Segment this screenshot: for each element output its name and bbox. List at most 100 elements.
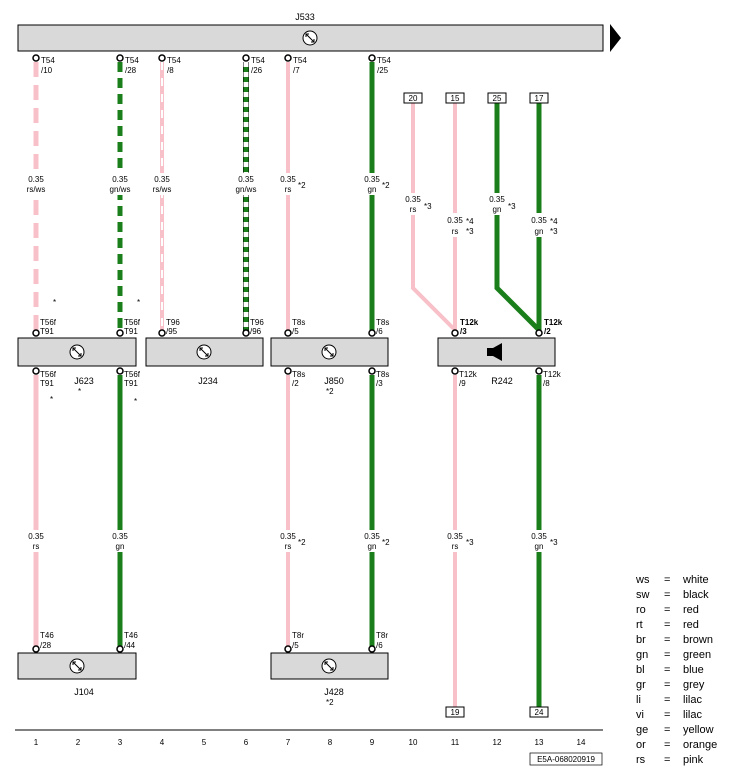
legend-name-gr: grey <box>683 679 705 691</box>
stray-star-3: * <box>50 395 53 404</box>
w7-top-pin-a: T54 <box>293 56 307 65</box>
r242-component: R242 <box>437 337 556 386</box>
ruler-6: 6 <box>244 738 249 747</box>
w10-top-box: 20 <box>409 94 418 103</box>
w4-color: rs/ws <box>153 185 172 194</box>
w9-note: *2 <box>382 181 390 190</box>
legend-eq-li: = <box>664 694 670 706</box>
ruler-7: 7 <box>286 738 291 747</box>
w13-color: gn <box>535 227 544 236</box>
l7-top-pin-b: /2 <box>292 379 299 388</box>
l9-bottom-pin-b: /6 <box>376 641 383 650</box>
document-id-text: E5A-068020919 <box>537 755 595 764</box>
w10-gauge: 0.35 <box>405 195 421 204</box>
j850-note: *2 <box>326 387 334 396</box>
ruler-2: 2 <box>76 738 81 747</box>
stray-star-4: * <box>78 387 81 396</box>
legend-eq-rt: = <box>664 619 670 631</box>
w11-color: rs <box>452 227 459 236</box>
j234-ground-symbol-icon <box>196 344 212 360</box>
w1-bottom-pin-a: T56f <box>40 318 57 327</box>
ruler-5: 5 <box>202 738 207 747</box>
document-id: E5A-068020919 <box>529 752 603 766</box>
j428-note: *2 <box>326 698 334 707</box>
legend-code-ro: ro <box>636 604 646 616</box>
w4-top-pin-b: /8 <box>167 66 174 75</box>
l13-gauge: 0.35 <box>531 532 547 541</box>
l11-gauge: 0.35 <box>447 532 463 541</box>
w7-top-pin-b: /7 <box>293 66 300 75</box>
ruler-12: 12 <box>493 738 502 747</box>
legend-eq-ge: = <box>664 724 670 736</box>
w9-top-pin-b: /25 <box>377 66 389 75</box>
w7-note: *2 <box>298 181 306 190</box>
j428-label: J428 <box>324 687 344 697</box>
w4-gauge: 0.35 <box>154 175 170 184</box>
r242-out-left-a: T12k <box>459 370 478 379</box>
l3-bottom-pin-b: /44 <box>124 641 136 650</box>
w7-color: rs <box>285 185 292 194</box>
legend-code-or: or <box>636 739 646 751</box>
legend-eq-sw: = <box>664 589 670 601</box>
w1-top-pin-b: /10 <box>41 66 53 75</box>
wire-w7: T54 /7 0.35 rs *2 T8s /5 <box>276 54 307 337</box>
wire-w11: 15 0.35 rs *4 *3 <box>443 92 474 332</box>
wire-w13: 17 0.35 gn *4 *3 <box>527 92 558 332</box>
w9-color: gn <box>368 185 377 194</box>
r242-out-left-b: /9 <box>459 379 466 388</box>
w6-color: gn/ws <box>236 185 257 194</box>
legend-name-gn: green <box>683 649 711 661</box>
stray-star-1: * <box>53 298 56 307</box>
l11-bottom-box: 19 <box>451 708 460 717</box>
l7-color: rs <box>285 542 292 551</box>
legend-name-vi: lilac <box>683 709 702 721</box>
l3-top-pin-b: T91 <box>124 379 138 388</box>
wire-l1: T56f T91 0.35 rs T46 /28 <box>24 367 57 653</box>
legend-name-rs: pink <box>683 754 704 766</box>
j104-component: J104 <box>17 652 137 697</box>
ruler-4: 4 <box>160 738 165 747</box>
l9-bottom-pin-a: T8r <box>376 631 388 640</box>
l7-top-pin-a: T8s <box>292 370 305 379</box>
l11-note: *3 <box>466 538 474 547</box>
wire-l9: T8s /3 0.35 gn *2 T8r /6 <box>360 367 390 653</box>
ruler-14: 14 <box>577 738 586 747</box>
w6-bottom-pin-b: /96 <box>250 327 262 336</box>
w13-gauge: 0.35 <box>531 216 547 225</box>
legend-eq-gr: = <box>664 679 670 691</box>
w3-bottom-pin-b: T91 <box>124 327 138 336</box>
j623-label: J623 <box>74 376 94 386</box>
r242-label: R242 <box>491 376 513 386</box>
j533-label: J533 <box>295 12 315 22</box>
wire-w6: T54 /26 0.35 gn/ws T96 /96 <box>232 54 265 337</box>
l7-bottom-pin-a: T8r <box>292 631 304 640</box>
w6-bottom-pin-a: T96 <box>250 318 264 327</box>
w12-color: gn <box>493 205 502 214</box>
j850-component: J850 *2 <box>270 337 389 396</box>
w3-top-pin-b: /28 <box>125 66 137 75</box>
ruler-3: 3 <box>118 738 123 747</box>
legend-name-bl: blue <box>683 664 704 676</box>
legend-code-br: br <box>636 634 646 646</box>
j533-ground-symbol-icon <box>302 30 318 46</box>
l11-color: rs <box>452 542 459 551</box>
w1-color: rs/ws <box>27 185 46 194</box>
wire-l13: T12k /8 0.35 gn *3 24 <box>527 367 562 718</box>
w7-bottom-pin-a: T8s <box>292 318 305 327</box>
wire-w9: T54 /25 0.35 gn *2 T8s /6 <box>360 54 391 337</box>
w6-top-pin-b: /26 <box>251 66 263 75</box>
j428-component: J428 *2 <box>270 652 389 707</box>
legend-name-ge: yellow <box>683 724 714 736</box>
w3-top-pin-a: T54 <box>125 56 139 65</box>
legend-name-or: orange <box>683 739 717 751</box>
w12-top-box: 25 <box>493 94 502 103</box>
j623-ground-symbol-icon <box>69 344 85 360</box>
r242-in-left-b: /3 <box>460 327 467 336</box>
r242-in-left-a: T12k <box>460 318 479 327</box>
j104-ground-symbol-icon <box>69 658 85 674</box>
w13-top-box: 17 <box>535 94 544 103</box>
w4-top-pin-a: T54 <box>167 56 181 65</box>
l1-bottom-pin-a: T46 <box>40 631 54 640</box>
w10-note: *3 <box>424 202 432 211</box>
